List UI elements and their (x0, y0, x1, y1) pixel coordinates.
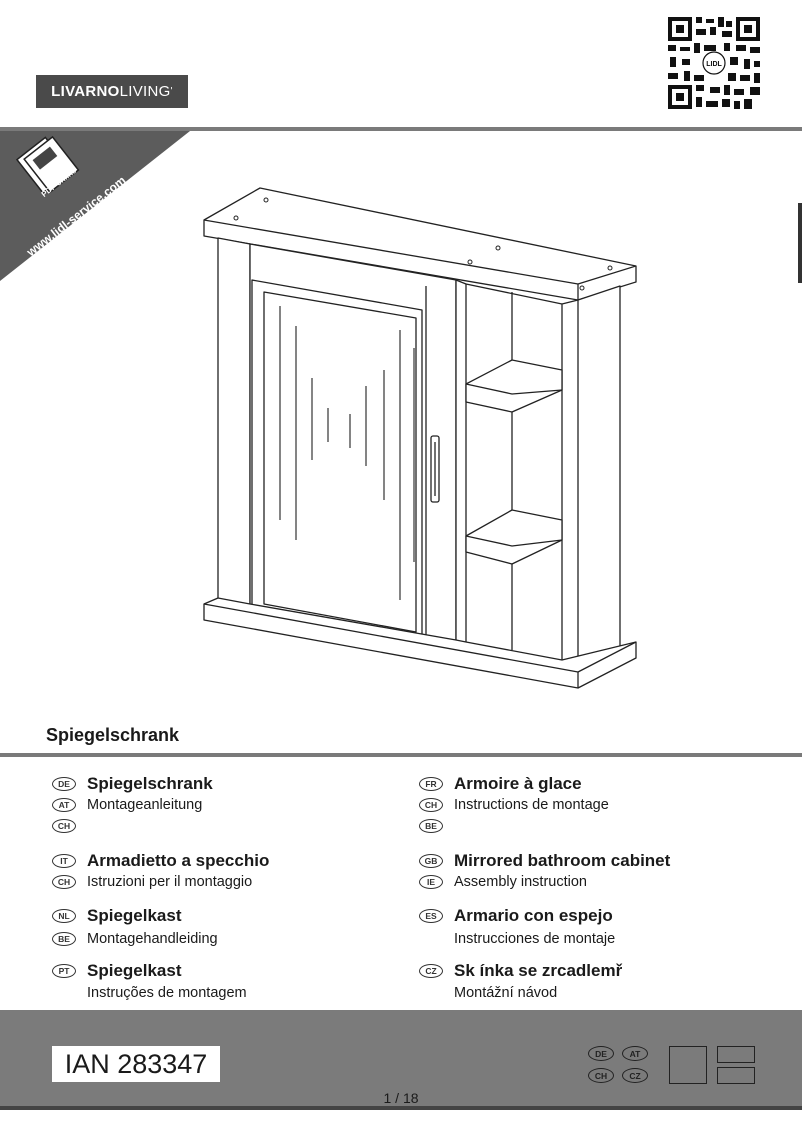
brand-mark: ' (170, 86, 173, 97)
badge-spacer (52, 986, 76, 1000)
lang-block-es: ES Armario con espejo Instrucciones de mo… (419, 905, 615, 949)
badge-spacer (419, 986, 443, 1000)
lang-block-it: IT Armadietto a specchio CH Istruzioni per… (52, 850, 269, 892)
lang-block-fr: FR Armoire à glace CH Instructions de mont… (419, 773, 609, 836)
lang-block-cz: CZ Sk ínka se zrcadlemř Montážní návod (419, 960, 622, 1003)
middle-rule (0, 753, 802, 757)
ian-number: IAN 283347 (52, 1046, 220, 1082)
page-number: 1 / 18 (383, 1090, 419, 1106)
country-badge-at: AT (52, 797, 76, 812)
country-badge-nl: NL (52, 908, 76, 923)
country-badge-cz: CZ (419, 963, 443, 978)
country-badge-ch: CH (52, 874, 76, 889)
lang-title: Spiegelkast (87, 905, 182, 925)
mirror-cabinet-illustration (203, 187, 637, 689)
product-title: Spiegelschrank (46, 725, 180, 745)
bottom-rule (0, 1106, 802, 1110)
country-badge-de: DE (588, 1046, 614, 1061)
corner-banner (0, 131, 190, 281)
lang-title: Sk ínka se zrcadlemř (454, 960, 623, 980)
country-badge-es: ES (419, 908, 443, 923)
lang-title: Spiegelkast (87, 960, 182, 980)
country-badge-fr: FR (419, 776, 443, 791)
lang-subtitle: Istruzioni per il montaggio (87, 873, 253, 890)
lang-block-de: DE Spiegelschrank AT Montageanleitung CH (52, 773, 213, 836)
page-format-square-icon (669, 1046, 707, 1084)
country-badge-cz: CZ (622, 1068, 648, 1083)
lang-title: Mirrored bathroom cabinet (454, 850, 671, 870)
edge-marker (798, 203, 802, 283)
lang-subtitle: Montážní návod (454, 984, 558, 1001)
lang-title: Armadietto a specchio (87, 850, 270, 870)
qr-code: LIDL (666, 15, 762, 111)
country-badge-it: IT (52, 853, 76, 868)
lang-subtitle: Instructions de montage (454, 796, 609, 813)
country-badge-at: AT (622, 1046, 648, 1061)
badge-spacer (419, 932, 443, 946)
lang-subtitle: Montageanleitung (87, 796, 203, 813)
top-rule (0, 127, 802, 131)
lang-block-pt: PT Spiegelkast Instruções de montagem (52, 960, 247, 1003)
lang-title: Armoire à glace (454, 773, 582, 793)
lang-title: Spiegelschrank (87, 773, 213, 793)
footer-country-badges: DE AT CH CZ (588, 1046, 654, 1086)
page-format-half-bottom-icon (717, 1067, 755, 1084)
country-badge-ch: CH (588, 1068, 614, 1083)
lang-block-gb: GB Mirrored bathroom cabinet IE Assembly i… (419, 850, 670, 892)
country-badge-de: DE (52, 776, 76, 791)
lang-subtitle: Instrucciones de montaje (454, 930, 616, 947)
qr-center-label: LIDL (706, 61, 722, 68)
lang-block-nl: NL Spiegelkast BE Montagehandleiding (52, 905, 218, 949)
country-badge-pt: PT (52, 963, 76, 978)
lang-subtitle: Assembly instruction (454, 873, 587, 890)
country-badge-ch: CH (52, 818, 76, 833)
lang-subtitle: Montagehandleiding (87, 930, 218, 947)
country-badge-be: BE (52, 931, 76, 946)
brand-light: LIVING (119, 83, 171, 100)
country-badge-be: BE (419, 818, 443, 833)
lang-subtitle: Instruções de montagem (87, 984, 247, 1001)
page-format-half-top-icon (717, 1046, 755, 1063)
brand-bold: LIVARNO (51, 83, 120, 100)
country-badge-gb: GB (419, 853, 443, 868)
country-badge-ie: IE (419, 874, 443, 889)
lang-title: Armario con espejo (454, 905, 613, 925)
country-badge-ch: CH (419, 797, 443, 812)
